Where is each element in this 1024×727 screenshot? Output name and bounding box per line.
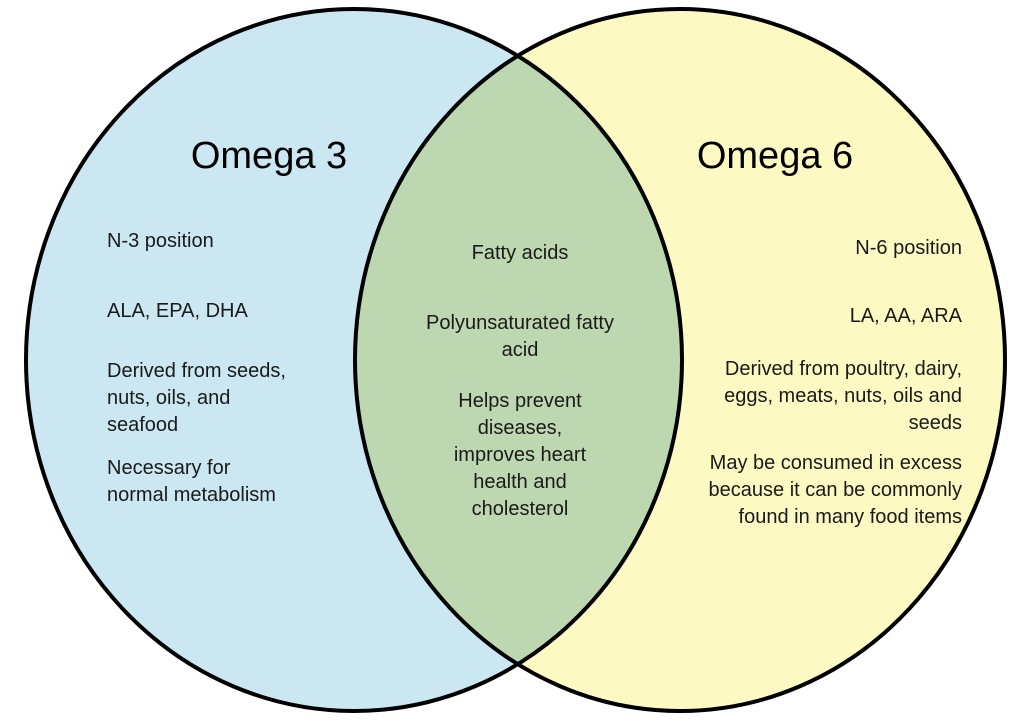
overlap-region [355, 9, 682, 711]
omega6-circle-outline [353, 7, 1007, 713]
overlap-item-fatty-acids: Fatty acids [471, 242, 569, 264]
overlap-item-health: Helps prevent diseases, improves heart h… [453, 390, 587, 520]
omega6-item-acids: LA, AA, ARA [849, 305, 962, 327]
omega6-item-sources: Derived from poultry, dairy, eggs, meats… [724, 358, 962, 434]
omega6-item-excess: May be consumed in excess because it can… [708, 452, 962, 528]
omega6-title: Omega 6 [696, 135, 854, 177]
omega3-item-sources: Derived from seeds, nuts, oils, and seaf… [107, 360, 286, 436]
omega3-item-metabolism: Necessary for normal metabolism [107, 457, 276, 506]
omega6-item-n6-position: N-6 position [855, 237, 962, 259]
omega3-circle-outline [24, 7, 684, 713]
overlap-item-polyunsaturated: Polyunsaturated fatty acid [426, 312, 614, 361]
omega3-item-n3-position: N-3 position [107, 230, 214, 252]
omega3-item-acids: ALA, EPA, DHA [107, 300, 248, 322]
omega3-title: Omega 3 [190, 135, 348, 177]
